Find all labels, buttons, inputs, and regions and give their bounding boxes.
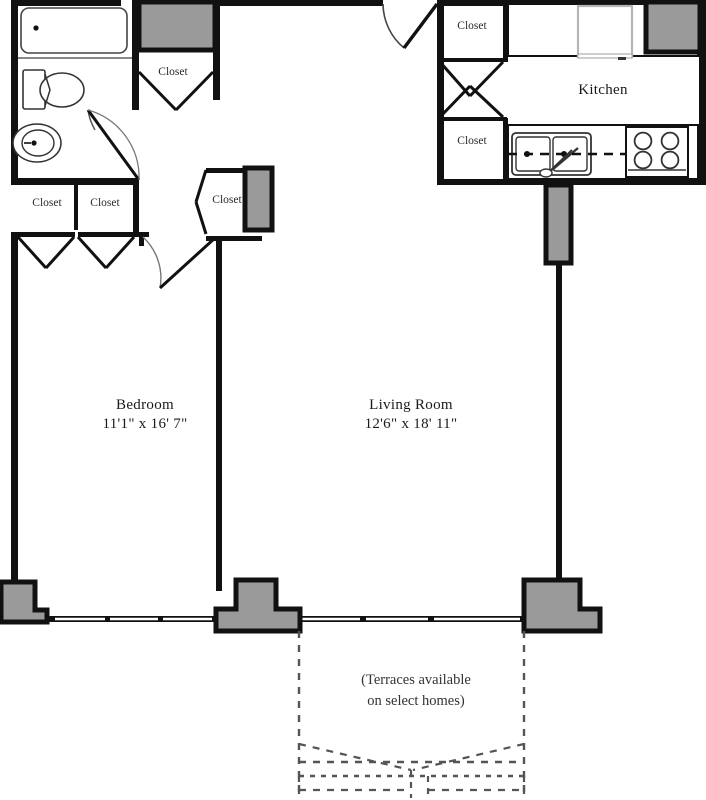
column-top-right xyxy=(643,0,703,55)
bedroom-name: Bedroom xyxy=(116,397,174,413)
bathtub xyxy=(20,7,128,54)
column-bottom-right xyxy=(521,577,603,634)
closet-door-kitchen-top xyxy=(438,60,505,98)
wall-closet-row-bottom-left xyxy=(11,232,75,237)
terrace-note-line-2: on select homes) xyxy=(367,693,465,710)
wall-bath-right xyxy=(132,0,139,110)
living-room-name: Living Room xyxy=(369,397,453,413)
wall-right-outer-upper xyxy=(699,0,706,185)
wall-closet-row-top xyxy=(11,178,139,185)
wall-closet-divider xyxy=(74,185,78,230)
terrace-door-right-swing xyxy=(412,742,525,772)
closet-label-entry-left: Closet xyxy=(158,66,188,78)
terrace-note-line-1: (Terraces available xyxy=(361,672,471,688)
terrace-note: (Terraces available on select homes) xyxy=(316,670,516,712)
bedroom-door xyxy=(142,236,217,290)
bathroom-fixtures xyxy=(12,7,128,163)
closet-door-bedroom-b xyxy=(76,235,136,270)
column-living-mid xyxy=(242,165,275,233)
wall-closet-row-bottom-right xyxy=(78,232,139,237)
wall-hall-right-upper xyxy=(213,98,220,100)
room-label-kitchen: Kitchen xyxy=(578,82,628,98)
living-room-dimensions: 12'6" x 18' 11" xyxy=(364,415,458,432)
column-bottom-left xyxy=(0,579,50,625)
closet-label-bedroom-a: Closet xyxy=(32,197,62,209)
wall-top-segment-mid xyxy=(213,0,383,6)
wall-kitchen-closet-right xyxy=(503,0,508,62)
closet-label-kitchen-low: Closet xyxy=(457,135,487,147)
bathroom-sink xyxy=(12,123,62,163)
doors xyxy=(16,2,505,290)
wall-living-closet-top xyxy=(206,168,256,173)
wall-kitchen-closet-low-right xyxy=(503,118,508,180)
room-label-bedroom: Bedroom 11'1" x 16' 7" xyxy=(45,396,245,434)
terrace-door-left-swing xyxy=(298,742,412,772)
wall-closet-row-right xyxy=(133,178,139,237)
wall-bath-tub-divider xyxy=(18,57,132,59)
closet-door-bedroom-a xyxy=(16,235,76,270)
column-bottom-center xyxy=(213,577,303,634)
refrigerator xyxy=(576,4,634,60)
closet-door-entry xyxy=(137,70,215,112)
closet-label-living: Closet xyxy=(212,194,242,206)
wall-hall-door-jamb xyxy=(139,232,144,246)
wall-bedroom-living-partition xyxy=(216,236,222,591)
entry-door xyxy=(382,2,439,50)
wall-kitchen-closet-divider xyxy=(437,58,507,62)
wall-living-right xyxy=(556,185,562,590)
column-top-left xyxy=(136,0,218,53)
wall-top-left xyxy=(11,0,121,6)
closet-label-bedroom-b: Closet xyxy=(90,197,120,209)
wall-bedroom-left xyxy=(11,232,18,587)
closet-label-kitchen-top: Closet xyxy=(457,20,487,32)
wall-kitchen-closet-low-top xyxy=(437,117,507,121)
range-cooktop xyxy=(625,126,689,178)
wall-entry-closet-left xyxy=(133,0,139,8)
toilet xyxy=(22,69,85,110)
terrace-doors xyxy=(297,742,526,798)
bedroom-dimensions: 11'1" x 16' 7" xyxy=(102,415,188,432)
column-kitchen-below xyxy=(543,182,574,266)
closet-door-kitchen-low xyxy=(438,84,505,119)
wall-left-upper xyxy=(11,0,18,185)
wall-living-closet-bottom xyxy=(206,236,262,241)
bathroom-door xyxy=(86,109,141,181)
closet-door-living xyxy=(194,169,208,235)
room-label-living-room: Living Room 12'6" x 18' 11" xyxy=(311,396,511,434)
wall-kitchen-left xyxy=(437,0,444,185)
wall-kitchen-bottom xyxy=(437,179,706,185)
